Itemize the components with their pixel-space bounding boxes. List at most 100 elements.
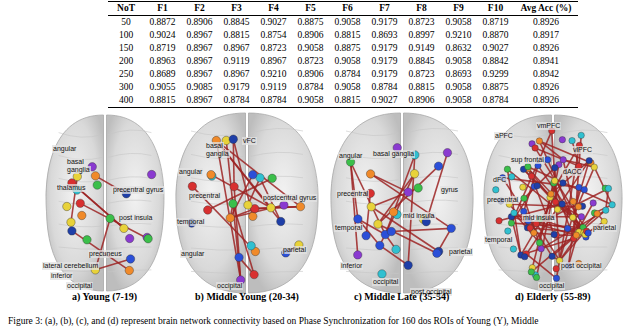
table-header: F8 xyxy=(416,3,427,13)
table-cell: 0.8719 xyxy=(482,17,508,27)
roi-dot xyxy=(404,188,412,196)
roi-label: mid insula xyxy=(402,212,436,220)
table-cell: 0.8842 xyxy=(482,56,508,66)
table-header: F9 xyxy=(453,3,464,13)
table-cell: 0.8967 xyxy=(260,56,286,66)
connectivity-link xyxy=(380,245,408,265)
roi-dot xyxy=(581,186,587,192)
roi-dot xyxy=(578,214,584,220)
roi-label: precentral xyxy=(188,192,221,200)
connectivity-link xyxy=(371,174,409,192)
roi-label: vlPFC xyxy=(572,146,593,154)
connectivity-link xyxy=(552,210,606,256)
roi-label: precuneus xyxy=(88,250,123,258)
table-cell: 0.9058 xyxy=(297,95,323,105)
connectivity-link xyxy=(230,175,252,218)
roi-label: precentral xyxy=(336,190,369,198)
connectivity-link xyxy=(521,183,563,255)
table-cell: 0.9055 xyxy=(149,82,175,92)
roi-label: lateral cerebellum xyxy=(42,262,99,270)
table-cell: 0.8917 xyxy=(533,30,559,40)
table-cell: 150 xyxy=(119,43,133,53)
table-cell: 0.9058 xyxy=(334,82,360,92)
roi-label: gyrus xyxy=(440,186,459,194)
roi-dot xyxy=(447,224,455,232)
roi-dot xyxy=(504,166,510,172)
connectivity-link xyxy=(248,178,260,205)
roi-dot xyxy=(560,157,566,163)
roi-dot xyxy=(605,185,611,191)
table-cell: 0.8926 xyxy=(533,95,559,105)
connectivity-link xyxy=(528,167,612,205)
table-cell: 0.9179 xyxy=(371,69,397,79)
table-cell: 0.9149 xyxy=(408,43,434,53)
gyrus-line xyxy=(108,223,151,226)
table-cell: 0.8754 xyxy=(260,30,286,40)
roi-dot xyxy=(594,210,600,216)
roi-label: occipital xyxy=(66,282,93,290)
table-cell: 0.8967 xyxy=(186,56,212,66)
roi-dot xyxy=(229,199,237,207)
roi-label: post occipital xyxy=(560,262,602,270)
roi-dot xyxy=(235,253,243,261)
table-cell: 250 xyxy=(119,69,133,79)
roi-dot xyxy=(244,201,252,209)
roi-dot xyxy=(569,137,575,143)
roi-label: aPFC xyxy=(494,132,514,140)
roi-label: sup frontal xyxy=(510,156,545,164)
table-cell: 0.8906 xyxy=(408,95,434,105)
table-cell: 0.9058 xyxy=(445,95,471,105)
roi-dot xyxy=(528,173,534,179)
table-cell: 0.8875 xyxy=(334,43,360,53)
roi-dot xyxy=(585,230,591,236)
table-cell: 0.8693 xyxy=(371,30,397,40)
roi-dot xyxy=(249,170,257,178)
table-cell: 0.9027 xyxy=(371,95,397,105)
roi-dot xyxy=(528,269,534,275)
gyrus-line xyxy=(108,153,151,157)
roi-dot xyxy=(229,135,237,143)
table-cell: 0.8997 xyxy=(408,30,434,40)
table-cell: 0.8967 xyxy=(186,43,212,53)
roi-dot xyxy=(522,253,528,259)
table-cell: 0.8815 xyxy=(334,95,360,105)
gyrus-line xyxy=(251,152,304,156)
gyrus-line xyxy=(251,224,304,227)
roi-dot xyxy=(354,251,362,259)
roi-dot xyxy=(247,242,255,250)
roi-dot xyxy=(508,220,514,226)
table-header: F5 xyxy=(305,3,316,13)
table-cell: 0.9119 xyxy=(261,82,287,92)
roi-dot xyxy=(578,132,584,138)
table-cell: 0.9119 xyxy=(224,56,250,66)
roi-dot xyxy=(493,187,499,193)
roi-label: occipital xyxy=(538,282,565,290)
table-cell: 0.9058 xyxy=(334,56,360,66)
table-cell: 0.8967 xyxy=(223,69,249,79)
roi-label: temporal xyxy=(334,224,363,232)
roi-label: parietal xyxy=(592,224,617,232)
roi-dot xyxy=(603,207,609,213)
roi-dot xyxy=(548,191,554,197)
roi-label: precentral xyxy=(486,196,519,204)
table-cell: 0.8693 xyxy=(445,69,471,79)
roi-dot xyxy=(552,164,558,170)
table-cell: 0.8967 xyxy=(186,95,212,105)
roi-label: precentral gyrus xyxy=(112,186,164,194)
roi-dot xyxy=(67,218,75,226)
roi-label: ganglia xyxy=(205,150,230,158)
roi-dot xyxy=(354,215,362,223)
roi-dot xyxy=(366,170,374,178)
table-cell: 0.8784 xyxy=(334,69,360,79)
table-cell: 0.8967 xyxy=(186,30,212,40)
subfigure-caption: c) Middle Late (35-54) xyxy=(354,291,449,302)
roi-dot xyxy=(267,204,275,212)
table-cell: 0.9058 xyxy=(334,17,360,27)
table-cell: 0.9058 xyxy=(445,82,471,92)
roi-dot xyxy=(552,178,558,184)
gyrus-line xyxy=(346,248,399,250)
brain-hemisphere xyxy=(249,113,319,293)
roi-label: dFC xyxy=(492,176,507,184)
table-cell: 0.9210 xyxy=(260,69,286,79)
table-cell: 100 xyxy=(119,30,133,40)
